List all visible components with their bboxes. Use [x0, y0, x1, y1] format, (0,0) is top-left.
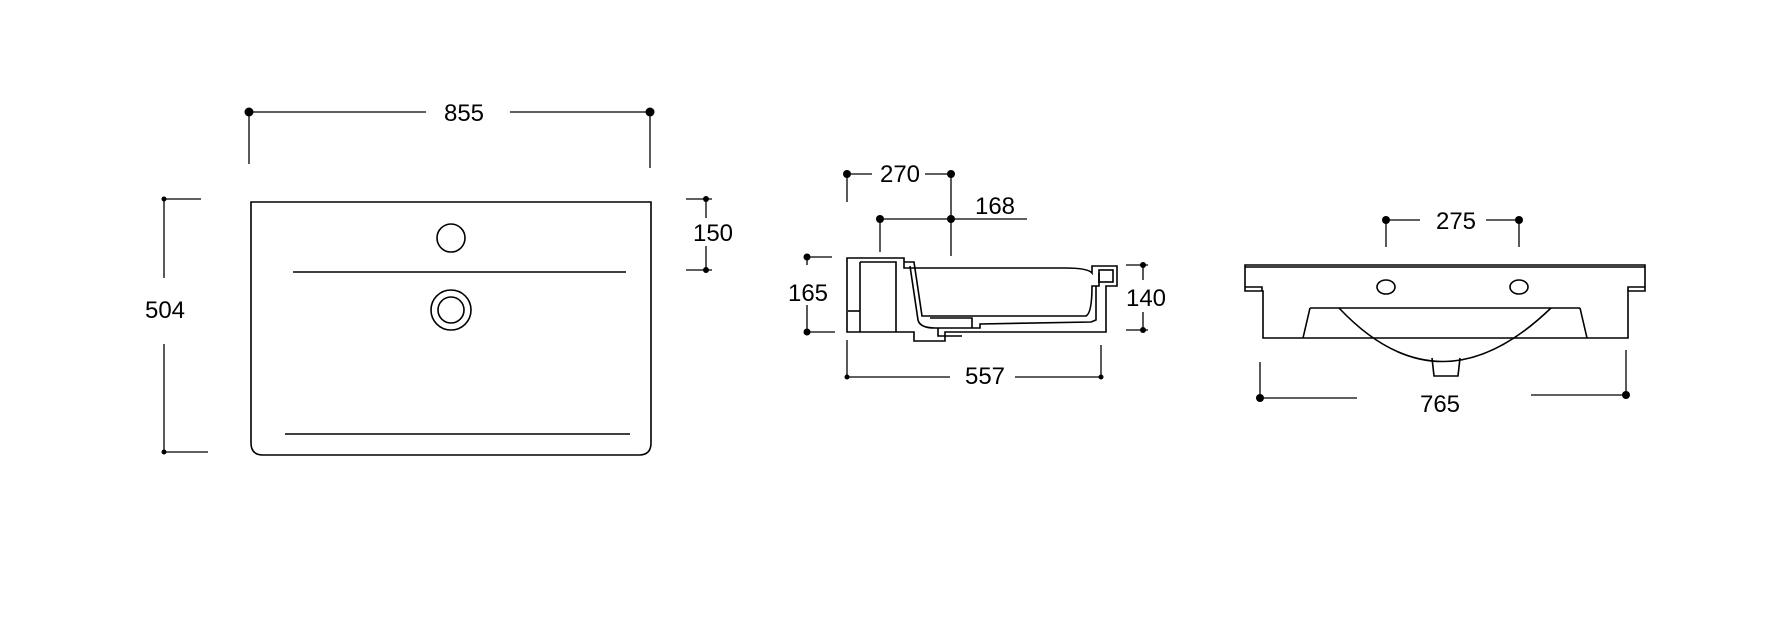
dim-endpoint [645, 107, 655, 117]
top-view: 855 504 150 [145, 100, 733, 456]
dim-label-offset-b: 168 [975, 193, 1015, 220]
dim-label-tap-offset: 150 [693, 220, 733, 247]
front-view-slab [1244, 264, 1646, 339]
tap-hole-right [1509, 279, 1529, 295]
dim-endpoint [1140, 262, 1146, 268]
side-view-bowl [904, 261, 1100, 317]
front-view-left-step [1245, 286, 1263, 291]
drain-inner [437, 296, 465, 324]
dim-label-depth: 504 [145, 297, 185, 324]
dim-bowl-140: 140 [1126, 262, 1166, 333]
dim-endpoint [703, 267, 709, 273]
dim-endpoint [161, 449, 167, 455]
dim-endpoint [876, 215, 884, 223]
dim-label-width: 855 [444, 100, 484, 127]
dim-depth-504: 504 [145, 196, 208, 455]
front-view: 275 765 [1244, 208, 1646, 418]
side-view-outline [846, 257, 1118, 342]
tap-hole-left [1376, 279, 1396, 295]
dim-label-height: 165 [788, 280, 828, 307]
dim-tap-offset-150: 150 [686, 196, 733, 273]
front-view-right-step [1627, 286, 1645, 291]
dim-endpoint [803, 328, 811, 336]
dim-endpoint [703, 196, 709, 202]
dim-endpoint [843, 170, 851, 178]
side-view-drain [930, 317, 973, 337]
dim-label-holes-spacing: 275 [1436, 208, 1476, 235]
dim-offset-270: 270 [843, 161, 955, 256]
dim-label-offset-a: 270 [880, 161, 920, 188]
dim-endpoint [1098, 374, 1104, 380]
dim-width-765: 765 [1256, 350, 1630, 418]
dim-height-165: 165 [788, 253, 835, 336]
front-view-bowl [1338, 307, 1552, 363]
dim-offset-168: 168 [876, 193, 1027, 252]
front-view-drain [1431, 357, 1461, 377]
dim-holes-275: 275 [1382, 208, 1523, 247]
dim-endpoint [1622, 391, 1630, 399]
dim-endpoint [803, 253, 811, 261]
dim-label-length: 557 [965, 363, 1005, 390]
dim-endpoint [1256, 394, 1264, 402]
side-view-overflow-box [1098, 269, 1114, 283]
dim-endpoint [947, 215, 955, 223]
dim-endpoint [844, 374, 850, 380]
dim-endpoint [947, 170, 955, 178]
drain-outer [430, 289, 472, 331]
dim-endpoint [161, 196, 167, 202]
dim-width-855: 855 [244, 100, 655, 168]
dim-endpoint [1382, 216, 1390, 224]
front-view-apron [1302, 307, 1588, 339]
side-view: 270 168 165 140 [788, 161, 1166, 390]
top-view-basin-outline [250, 201, 652, 456]
dim-label-bowl-depth: 140 [1126, 285, 1166, 312]
dim-length-557: 557 [844, 340, 1104, 390]
dim-endpoint [1515, 216, 1523, 224]
tap-hole [436, 223, 466, 253]
side-view-front-wall [860, 261, 897, 332]
dim-endpoint [244, 107, 254, 117]
dim-endpoint [1140, 327, 1146, 333]
dim-label-front-width: 765 [1420, 391, 1460, 418]
side-view-bowl-inner [909, 265, 1097, 329]
